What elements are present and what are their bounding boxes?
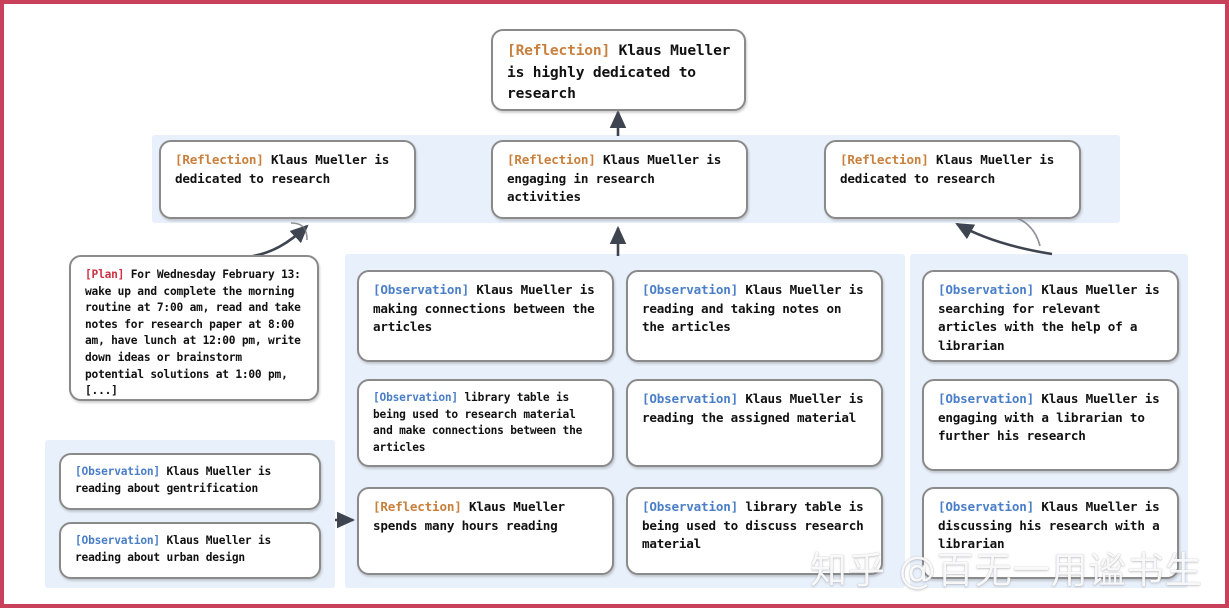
node-tag: [Observation] xyxy=(642,282,738,297)
node-text: Klaus Mueller is dedicated to research xyxy=(840,152,1062,186)
node-obs-library-table-connections[interactable]: [Observation] library table is being use… xyxy=(357,379,614,467)
node-text: Klaus Mueller is engaging in research ac… xyxy=(507,152,729,205)
node-plan[interactable]: [Plan] For Wednesday February 13: wake u… xyxy=(69,255,319,401)
node-obs-engaging-librarian[interactable]: [Observation] Klaus Mueller is engaging … xyxy=(922,379,1179,471)
node-tag: [Observation] xyxy=(75,465,160,478)
node-text: Klaus Mueller is searching for relevant … xyxy=(938,282,1167,353)
node-text: Klaus Mueller is engaging with a librari… xyxy=(938,391,1167,444)
node-tag: [Observation] xyxy=(938,282,1034,297)
node-top-reflection[interactable]: [Reflection] Klaus Mueller is highly ded… xyxy=(491,29,746,111)
node-tag: [Observation] xyxy=(938,499,1034,514)
node-reflection-center[interactable]: [Reflection] Klaus Mueller is engaging i… xyxy=(491,140,748,219)
node-tag: [Observation] xyxy=(642,391,738,406)
node-obs-searching-articles[interactable]: [Observation] Klaus Mueller is searching… xyxy=(922,270,1179,362)
node-obs-discussing-librarian[interactable]: [Observation] Klaus Mueller is discussin… xyxy=(922,487,1179,579)
node-obs-library-table-discuss[interactable]: [Observation] library table is being use… xyxy=(626,487,883,575)
node-obs-gentrification[interactable]: [Observation] Klaus Mueller is reading a… xyxy=(59,453,321,510)
node-reflection-hours-reading[interactable]: [Reflection] Klaus Mueller spends many h… xyxy=(357,487,614,575)
node-tag: [Observation] xyxy=(938,391,1034,406)
node-obs-assigned-material[interactable]: [Observation] Klaus Mueller is reading t… xyxy=(626,379,883,467)
node-tag: [Observation] xyxy=(75,534,160,547)
node-tag: [Reflection] xyxy=(175,152,264,167)
node-text: library table is being used to discuss r… xyxy=(642,499,871,552)
node-text: library table is being used to research … xyxy=(373,391,589,454)
node-text: Klaus Mueller is making connections betw… xyxy=(373,282,602,335)
node-tag: [Plan] xyxy=(85,268,125,281)
node-tag: [Observation] xyxy=(373,391,458,404)
node-tag: [Reflection] xyxy=(373,499,462,514)
node-tag: [Observation] xyxy=(642,499,738,514)
node-text: Klaus Mueller is dedicated to research xyxy=(175,152,397,186)
node-reflection-right[interactable]: [Reflection] Klaus Mueller is dedicated … xyxy=(824,140,1081,219)
node-text: Klaus Mueller is reading the assigned ma… xyxy=(642,391,871,425)
diagram-canvas: [Reflection] Klaus Mueller is highly ded… xyxy=(4,4,1229,612)
node-obs-reading-notes[interactable]: [Observation] Klaus Mueller is reading a… xyxy=(626,270,883,362)
node-text: Klaus Mueller is reading and taking note… xyxy=(642,282,871,335)
node-text: Klaus Mueller is highly dedicated to res… xyxy=(507,42,739,102)
node-obs-connections[interactable]: [Observation] Klaus Mueller is making co… xyxy=(357,270,614,362)
node-tag: [Observation] xyxy=(373,282,469,297)
node-tag: [Reflection] xyxy=(507,42,611,59)
node-text: Klaus Mueller is discussing his research… xyxy=(938,499,1167,552)
node-text: For Wednesday February 13: wake up and c… xyxy=(85,268,308,398)
node-obs-urban-design[interactable]: [Observation] Klaus Mueller is reading a… xyxy=(59,522,321,579)
node-tag: [Reflection] xyxy=(507,152,596,167)
node-text: Klaus Mueller is reading about urban des… xyxy=(75,534,278,564)
node-tag: [Reflection] xyxy=(840,152,929,167)
node-text: Klaus Mueller spends many hours reading xyxy=(373,499,573,533)
node-reflection-left[interactable]: [Reflection] Klaus Mueller is dedicated … xyxy=(159,140,416,219)
node-text: Klaus Mueller is reading about gentrific… xyxy=(75,465,278,495)
